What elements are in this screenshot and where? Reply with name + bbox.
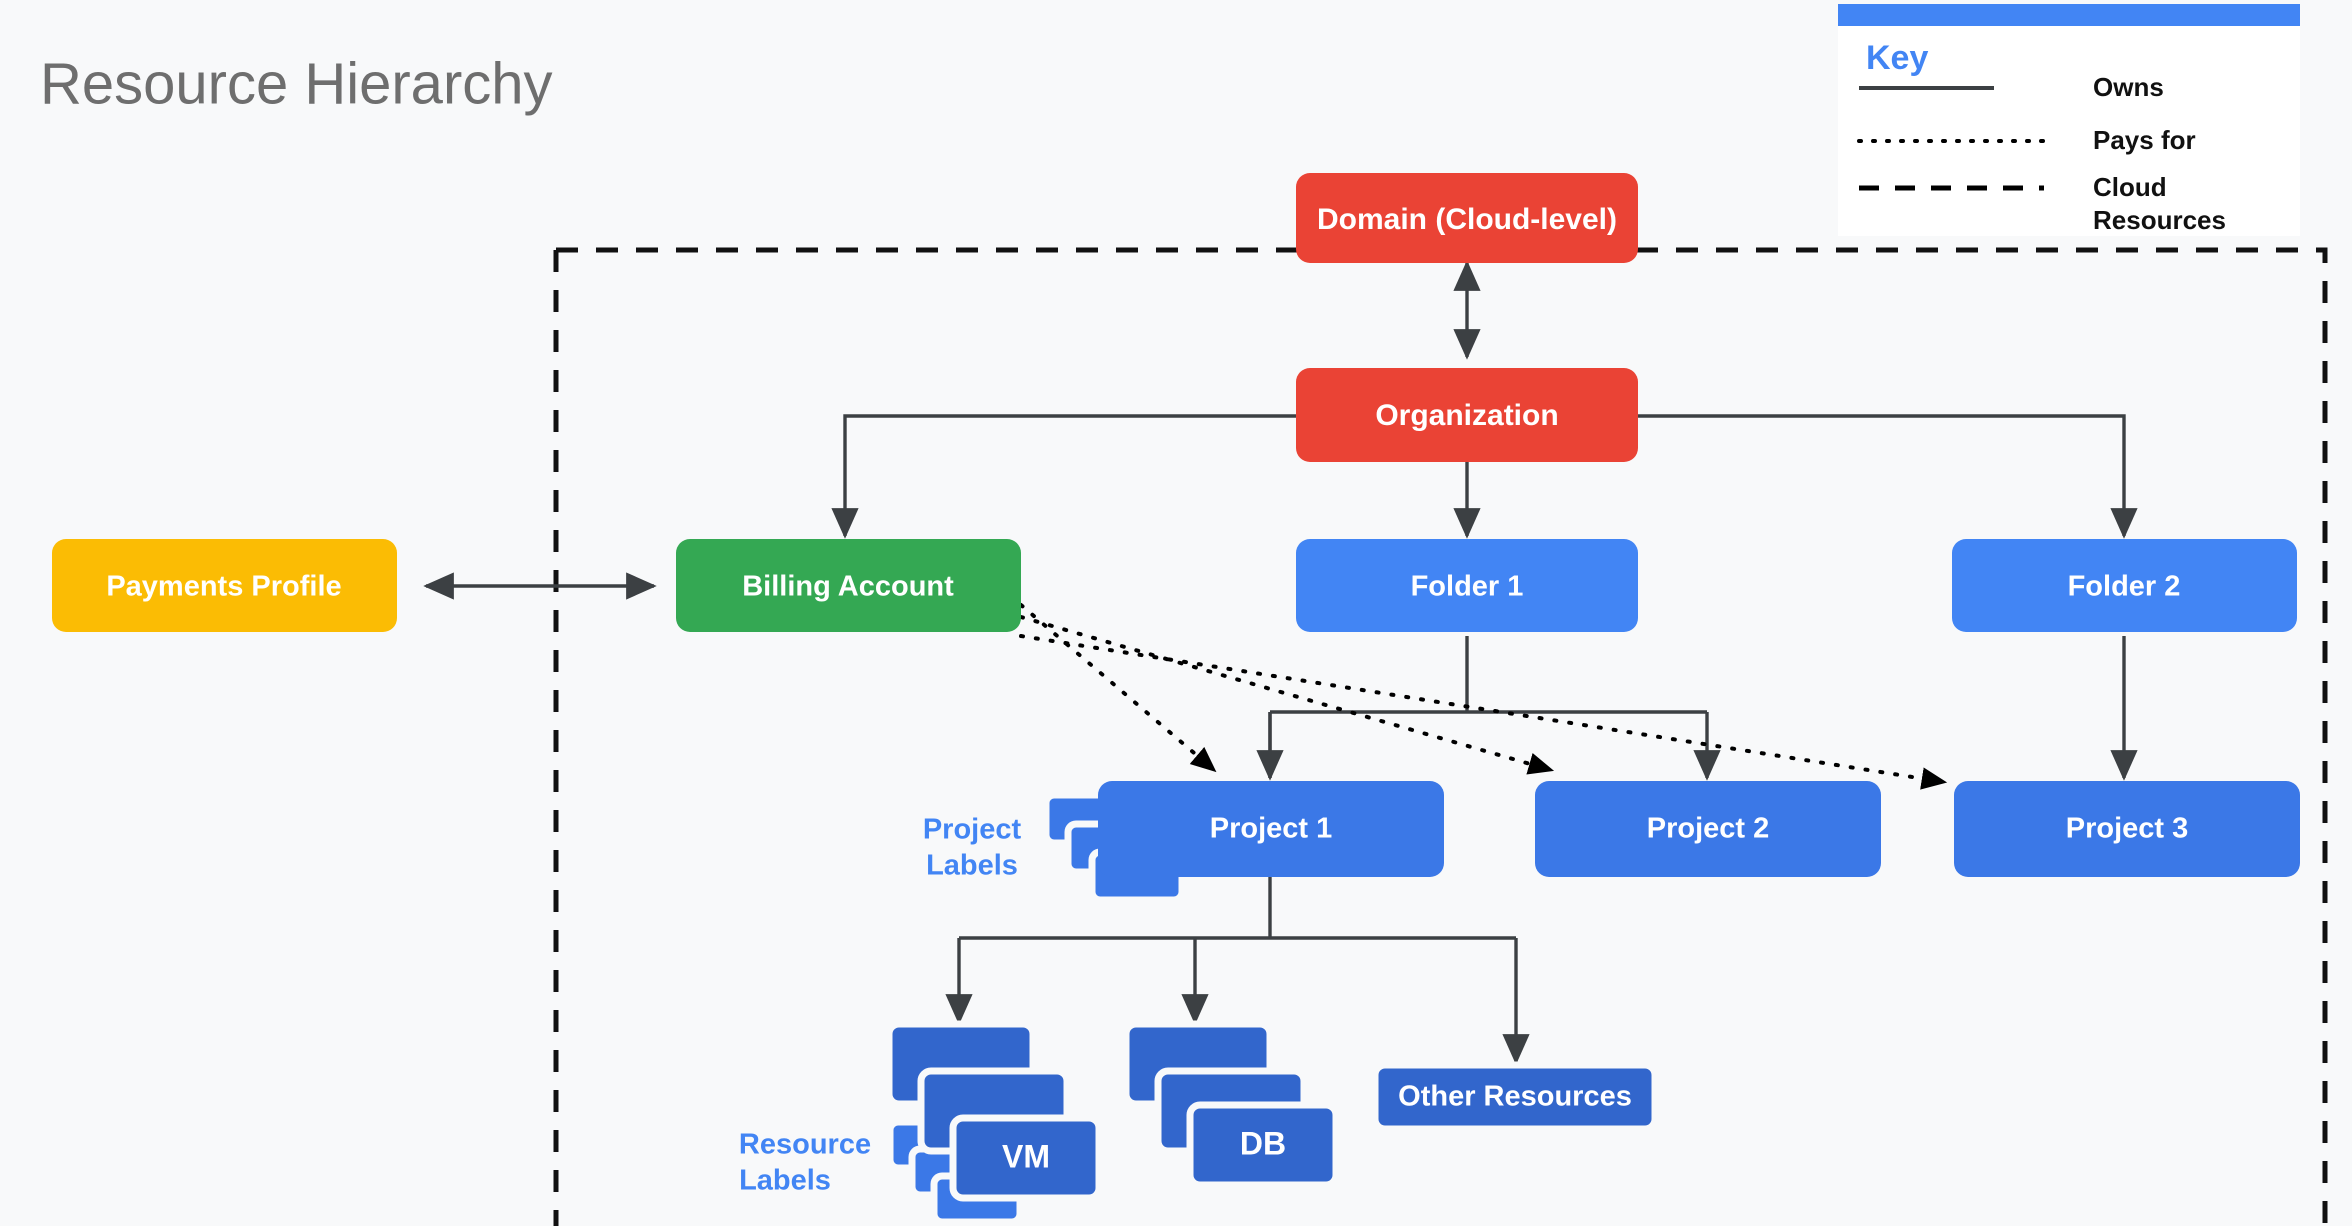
legend-accent-bar	[1838, 4, 2300, 26]
page-title: Resource Hierarchy	[40, 51, 553, 116]
node-folder2-label: Folder 2	[2068, 571, 2181, 603]
node-project2-label: Project 2	[1647, 813, 1770, 845]
resource-labels-line2: Labels	[739, 1165, 831, 1197]
node-project1[interactable]: Project 1	[1098, 781, 1444, 877]
legend-item-pays-for: Pays for	[1857, 125, 2196, 155]
node-vm[interactable]: VM	[885, 1020, 1103, 1202]
legend-item-owns: Owns	[1859, 72, 2164, 102]
node-billing-account[interactable]: Billing Account	[676, 539, 1021, 632]
legend-title: Key	[1866, 39, 1928, 77]
edge-billing-pays-project3	[1019, 634, 1948, 790]
resource-labels-line1: Resource	[739, 1129, 871, 1161]
project-labels-line1: Project	[923, 814, 1022, 846]
node-db[interactable]: DB	[1122, 1020, 1340, 1189]
legend-panel: Key Owns Pays for Cloud Resources	[1838, 4, 2300, 236]
legend-item-cloud-resources-label-line1: Cloud	[2093, 172, 2167, 202]
node-project2[interactable]: Project 2	[1535, 781, 1881, 877]
node-domain-label: Domain (Cloud-level)	[1317, 203, 1617, 236]
node-db-label: DB	[1240, 1125, 1286, 1161]
edge-organization-folder2	[1638, 414, 2138, 539]
cloud-resources-boundary	[553, 247, 2328, 1226]
node-domain[interactable]: Domain (Cloud-level)	[1296, 173, 1638, 263]
node-folder1[interactable]: Folder 1	[1296, 539, 1638, 632]
edge-billing-pays-project1	[1019, 603, 1217, 773]
node-organization-label: Organization	[1375, 399, 1558, 432]
edge-organization-billing-account	[831, 414, 1296, 539]
node-payments-profile-label: Payments Profile	[106, 571, 341, 603]
node-project3[interactable]: Project 3	[1954, 781, 2300, 877]
legend-item-owns-label: Owns	[2093, 72, 2164, 102]
edge-billing-pays-project2	[1019, 615, 1555, 775]
node-vm-label: VM	[1002, 1138, 1050, 1174]
node-other-resources-label: Other Resources	[1398, 1081, 1632, 1113]
node-project3-label: Project 3	[2066, 813, 2189, 845]
node-project1-label: Project 1	[1210, 813, 1333, 845]
node-billing-account-label: Billing Account	[742, 571, 954, 603]
node-organization[interactable]: Organization	[1296, 368, 1638, 462]
node-folder1-label: Folder 1	[1411, 571, 1524, 603]
project-labels-line2: Labels	[926, 850, 1018, 882]
edge-project1-fork	[959, 877, 1516, 940]
node-folder2[interactable]: Folder 2	[1952, 539, 2297, 632]
connector-group	[423, 260, 2138, 1065]
legend-item-cloud-resources: Cloud Resources	[1859, 172, 2226, 235]
legend-item-pays-for-label: Pays for	[2093, 125, 2196, 155]
legend-item-cloud-resources-label-line2: Resources	[2093, 205, 2226, 235]
node-other-resources[interactable]: Other Resources	[1371, 1061, 1659, 1133]
node-payments-profile[interactable]: Payments Profile	[52, 539, 397, 632]
